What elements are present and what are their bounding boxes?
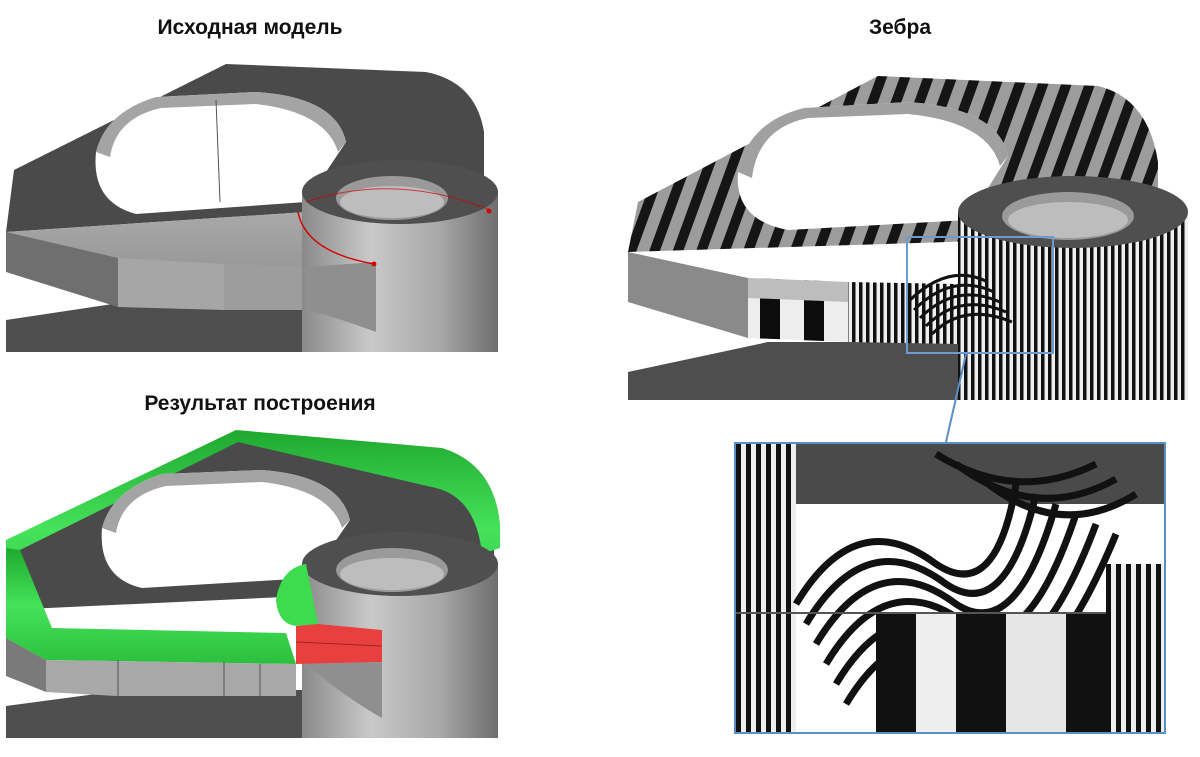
zebra-render xyxy=(628,52,1194,400)
original-model-view[interactable] xyxy=(6,52,502,352)
build-result-render xyxy=(6,428,502,738)
caption-build-result: Результат построения xyxy=(144,392,376,415)
original-model-render xyxy=(6,52,502,352)
zebra-zoom-render xyxy=(736,444,1164,732)
zebra-zoom-view[interactable] xyxy=(734,442,1166,734)
caption-zebra: Зебра xyxy=(868,16,932,39)
build-result-view[interactable] xyxy=(6,428,502,738)
zoom-region-marker xyxy=(906,236,1054,354)
zebra-analysis-view[interactable] xyxy=(628,52,1194,400)
caption-original-model: Исходная модель xyxy=(157,16,343,39)
